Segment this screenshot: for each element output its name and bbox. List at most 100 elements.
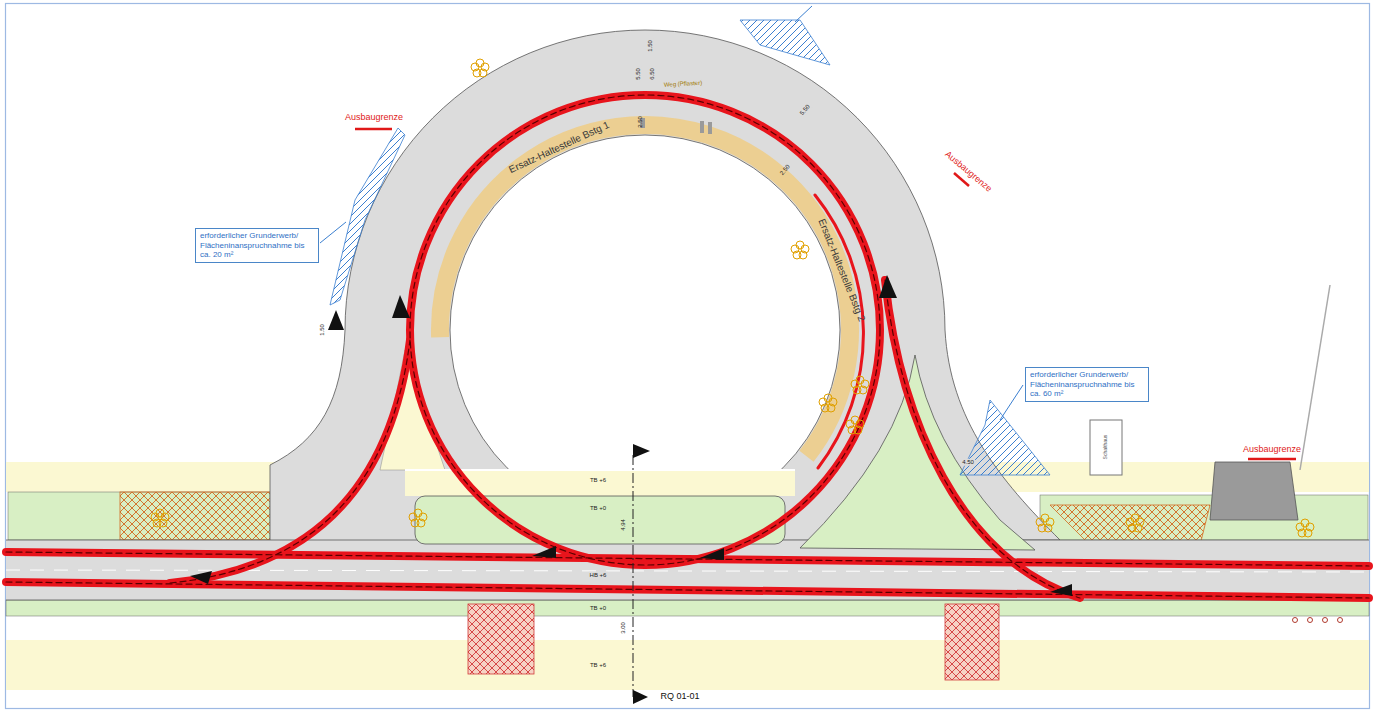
hatched-area <box>945 604 999 680</box>
tree-symbol <box>1126 518 1134 526</box>
bollard <box>1293 618 1298 623</box>
verges <box>6 462 1369 690</box>
fence-line <box>1300 285 1330 470</box>
level-label: TB +0 <box>589 605 607 612</box>
acquisition-area <box>960 400 1050 475</box>
limit-marks <box>355 129 1296 459</box>
tree-symbol <box>414 509 422 517</box>
limit-bar <box>355 128 392 131</box>
dimension: 2.50 <box>778 163 792 178</box>
tree-symbol <box>476 59 484 67</box>
tree-symbol <box>791 245 799 253</box>
route-centreline <box>885 280 1080 598</box>
limit-bar <box>1248 458 1296 461</box>
hatched-area <box>120 492 280 540</box>
bollard <box>1308 618 1313 623</box>
hatched-area <box>468 604 534 674</box>
gate-structure <box>1210 462 1298 520</box>
dimension: 4.50 <box>961 459 975 466</box>
tree-symbol <box>151 509 169 527</box>
kerb-line <box>405 469 795 471</box>
section-label: RQ 01-01 <box>659 692 700 702</box>
carriageway <box>6 30 1369 600</box>
leader-line <box>1000 385 1023 420</box>
tree-symbol <box>471 63 479 71</box>
tree-symbol <box>1036 518 1044 526</box>
acquisition-note-box: erforderlicher Grunderwerb/ Flächeninans… <box>195 228 319 263</box>
limit-label: Ausbaugrenze <box>344 113 404 123</box>
tree-symbol <box>1296 519 1314 537</box>
main-road <box>6 540 1369 600</box>
plan-frame <box>6 4 1370 709</box>
tree-symbol <box>851 380 859 388</box>
level-label: TB +0 <box>589 505 607 512</box>
hatched-area <box>1050 505 1210 545</box>
route-centreline <box>410 95 880 565</box>
note-text: erforderlicher Grunderwerb/ Flächeninans… <box>1030 370 1144 399</box>
dimension: 4.94 <box>620 518 627 532</box>
building-label: Schalthaus <box>1103 434 1109 461</box>
platform-marker <box>700 121 704 133</box>
tree-symbol <box>851 416 859 424</box>
level-label: TB +6 <box>589 477 607 484</box>
direction-arrow <box>700 548 724 560</box>
tree-symbol <box>819 394 837 412</box>
tree-symbol <box>1036 514 1054 532</box>
direction-arrow <box>1050 584 1072 596</box>
acquisition-note-box: erforderlicher Grunderwerb/ Flächeninans… <box>1025 367 1149 402</box>
section-flag <box>633 444 650 458</box>
limit-label: Ausbaugrenze <box>1242 445 1302 455</box>
bus-routes <box>6 95 1369 598</box>
note-text: erforderlicher Grunderwerb/ Flächeninans… <box>200 231 314 260</box>
bus-route <box>6 582 1369 598</box>
tree-symbol <box>156 509 164 517</box>
tree-symbol <box>851 376 869 394</box>
bus-route <box>885 280 1080 598</box>
surface-label: Weg (Pflaster) <box>663 80 704 89</box>
bus-platform <box>440 125 850 456</box>
level-label: TB +6 <box>589 662 607 669</box>
dimension: 1.50 <box>319 323 326 337</box>
green-verge <box>6 600 1369 616</box>
tree-symbol <box>846 420 854 428</box>
tree-symbol <box>1131 514 1139 522</box>
section-flag <box>633 690 648 704</box>
tree-symbol <box>1041 514 1049 522</box>
bollard <box>1338 618 1343 623</box>
tree-symbol <box>1126 514 1144 532</box>
limit-label: Ausbaugrenze <box>942 149 994 195</box>
dimension: 5.50 <box>798 103 812 118</box>
dimension: 3.00 <box>620 621 627 635</box>
bollard <box>1323 618 1328 623</box>
dimension: 1.50 <box>647 39 654 53</box>
switch-house <box>1090 420 1122 475</box>
footway-band <box>6 640 1369 690</box>
section-line <box>633 444 650 704</box>
tree-symbol <box>856 376 864 384</box>
route-centreline <box>6 582 1369 598</box>
dimension: 6.50 <box>649 67 656 81</box>
leader-line <box>795 6 812 22</box>
tree-symbol <box>819 398 827 406</box>
dimension: 2.50 <box>637 115 644 129</box>
tree-symbol <box>824 394 832 402</box>
leader-line <box>320 222 346 243</box>
tree-symbol <box>409 509 427 527</box>
level-label: HB +6 <box>589 572 608 579</box>
tree-symbol <box>151 513 159 521</box>
platform-label: Ersatz-Haltestelle Bstg 2 <box>816 216 868 324</box>
tree-symbol <box>1296 523 1304 531</box>
direction-arrow <box>879 275 897 298</box>
acquisition-area <box>740 20 830 65</box>
hatched-area-base <box>945 604 999 680</box>
acquisition-area <box>330 128 405 305</box>
hatched-area-base <box>468 604 534 674</box>
structures <box>1090 285 1343 623</box>
route-centreline <box>170 340 410 583</box>
direction-arrow <box>392 295 410 318</box>
road-edge <box>6 600 1369 601</box>
bus-route <box>170 340 410 583</box>
tree-symbol <box>1301 519 1309 527</box>
